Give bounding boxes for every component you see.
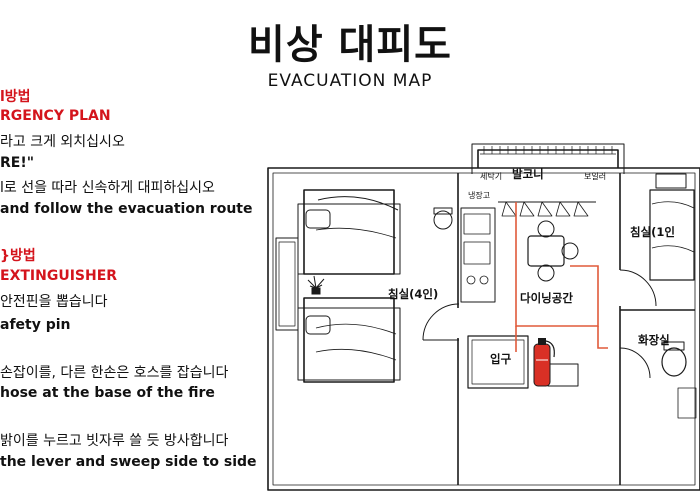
bedroom-4-label: 침실(4인) bbox=[388, 287, 438, 301]
emergency-plan-heading-en: RGENCY PLAN bbox=[0, 108, 111, 124]
boiler-label: 보일러 bbox=[584, 172, 606, 181]
page-subtitle: EVACUATION MAP bbox=[267, 71, 433, 91]
bathroom-label: 화장실 bbox=[638, 333, 670, 347]
kitchen-counter bbox=[460, 207, 496, 303]
extinguisher-step3-en: the lever and sweep side to side bbox=[0, 454, 257, 470]
dining-table bbox=[527, 235, 565, 267]
extinguisher-step3-ko: 밝이를 누르고 빗자루 쓸 듯 방사합니다 bbox=[0, 433, 229, 449]
entrance-area bbox=[467, 335, 529, 389]
left-door bbox=[275, 237, 299, 331]
extinguisher-heading-en: EXTINGUISHER bbox=[0, 268, 118, 284]
emergency-plan-heading-ko: l방법 bbox=[0, 89, 31, 105]
page-title: 비상 대피도 bbox=[248, 22, 452, 68]
balcony-label: 발코니 bbox=[512, 167, 544, 181]
toilet bbox=[661, 347, 687, 377]
extinguisher-heading-ko: }방법 bbox=[0, 248, 36, 264]
outer-wall bbox=[267, 167, 700, 491]
extinguisher-step1-en: afety pin bbox=[0, 317, 71, 333]
emergency-step2-ko: l로 선을 따라 신속하게 대피하십시오 bbox=[0, 180, 215, 196]
extinguisher-step1-ko: 안전핀을 뽑습니다 bbox=[0, 294, 108, 310]
fire-extinguisher-icon bbox=[533, 338, 555, 387]
dining-label: 다이닝공간 bbox=[520, 291, 573, 305]
extinguisher-step2-en: hose at the base of the fire bbox=[0, 385, 215, 401]
single-bed bbox=[649, 189, 695, 281]
bedroom-1-label: 침실(1인 bbox=[630, 225, 675, 239]
emergency-step1-ko: 라고 크게 외치십시오 bbox=[0, 134, 125, 150]
entrance-label: 입구 bbox=[490, 352, 512, 366]
fridge-label: 냉장고 bbox=[468, 190, 490, 200]
evacuation-route bbox=[515, 202, 608, 352]
bunk-bed-bottom bbox=[303, 297, 395, 383]
emergency-step1-en: RE!" bbox=[0, 155, 35, 171]
washer-label: 세탁기 bbox=[480, 171, 502, 181]
emergency-step2-en: and follow the evacuation route bbox=[0, 201, 253, 217]
floor-plan: 세탁기 보일러 냉장고 발코니 침실(4인) 침실(1인 다이닝공간 화장실 입… bbox=[258, 138, 700, 500]
plant-icon bbox=[307, 275, 325, 295]
extinguisher-step2-ko: 손잡이를, 다른 한손은 호스를 잡습니다 bbox=[0, 365, 229, 381]
